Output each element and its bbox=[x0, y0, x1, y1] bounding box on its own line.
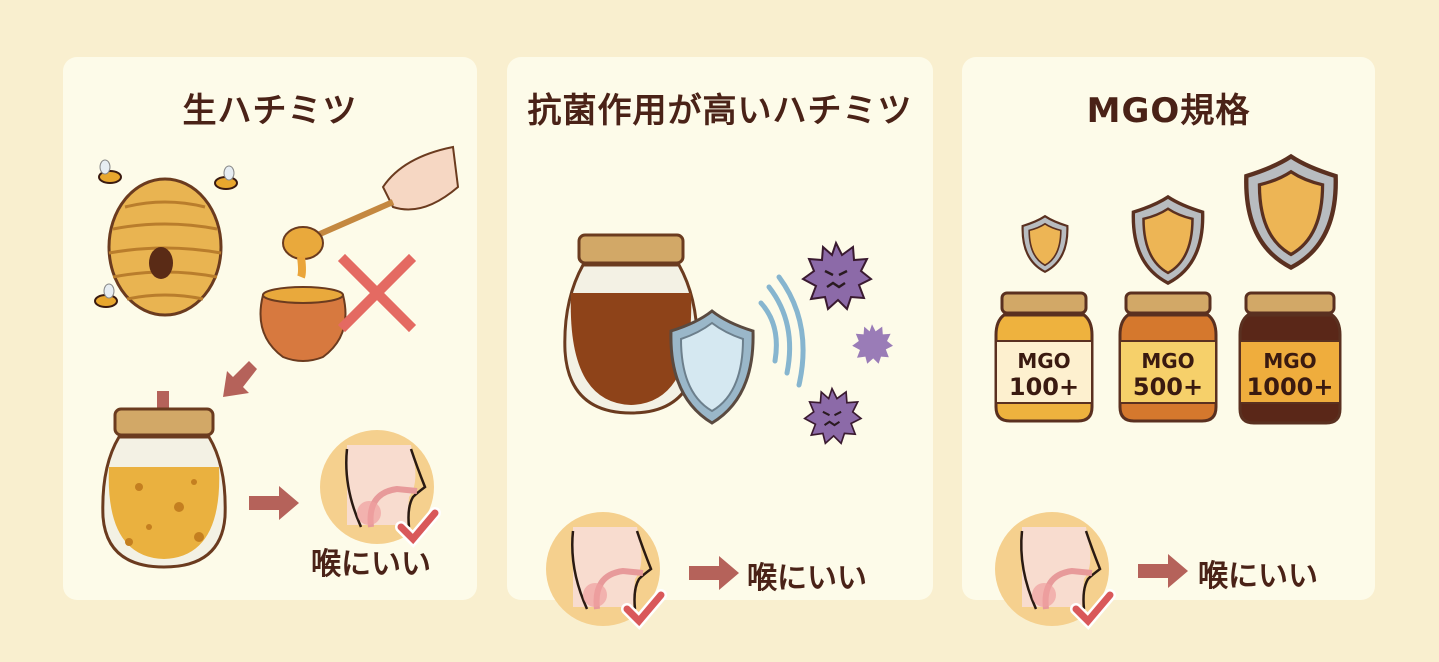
large-shield-icon bbox=[1244, 153, 1338, 270]
panel-raw-honey: 生ハチミツ bbox=[63, 57, 477, 600]
svg-text:1000+: 1000+ bbox=[1247, 373, 1334, 401]
beehive-icon bbox=[107, 177, 223, 317]
panel-antibacterial-honey: 抗菌作用が高いハチミツ 喉にいい bbox=[507, 57, 933, 630]
honey-dipper-hand-icon bbox=[282, 145, 460, 279]
mgo-500-jar-icon: MGO 500+ bbox=[1118, 291, 1218, 423]
raw-honey-jar-icon bbox=[101, 407, 227, 569]
svg-text:MGO: MGO bbox=[1017, 349, 1070, 373]
small-shield-icon bbox=[1021, 214, 1069, 274]
germ-icon bbox=[852, 324, 893, 364]
arrow-right-icon bbox=[249, 486, 299, 520]
panel-title: 抗菌作用が高いハチミツ bbox=[527, 91, 913, 131]
sound-waves-icon bbox=[758, 274, 806, 388]
medium-shield-icon bbox=[1131, 194, 1205, 285]
arrow-right-icon bbox=[689, 556, 739, 590]
mgo-100-jar-icon: MGO 100+ bbox=[994, 291, 1094, 423]
bee-icon bbox=[94, 283, 118, 308]
arrow-diagonal-icon bbox=[223, 361, 257, 397]
germ-angry-icon bbox=[801, 240, 873, 311]
svg-text:MGO: MGO bbox=[1141, 349, 1194, 373]
svg-text:MGO: MGO bbox=[1263, 349, 1316, 373]
throat-check-icon bbox=[546, 512, 667, 630]
svg-text:500+: 500+ bbox=[1133, 373, 1203, 401]
shield-icon bbox=[669, 309, 755, 425]
cross-icon bbox=[337, 253, 417, 333]
arrow-right-icon bbox=[1138, 554, 1188, 588]
result-label: 喉にいい bbox=[747, 561, 867, 596]
svg-text:100+: 100+ bbox=[1009, 373, 1079, 401]
honey-pot-icon bbox=[259, 286, 347, 362]
panel-mgo-grade: MGO規格 MGO 100+ MGO 500+ MGO 1000+ bbox=[962, 57, 1375, 630]
panel-title: 生ハチミツ bbox=[182, 91, 358, 131]
throat-check-icon bbox=[320, 430, 441, 548]
bee-icon bbox=[98, 159, 122, 184]
throat-check-icon bbox=[995, 512, 1116, 630]
result-label: 喉にいい bbox=[1198, 559, 1318, 594]
mgo-1000-jar-icon: MGO 1000+ bbox=[1238, 291, 1342, 425]
bee-icon bbox=[214, 165, 238, 190]
panel-title: MGO規格 bbox=[1086, 91, 1251, 131]
dark-honey-jar-icon bbox=[563, 233, 699, 415]
result-label: 喉にいい bbox=[311, 547, 431, 582]
germ-angry-icon bbox=[803, 386, 863, 445]
